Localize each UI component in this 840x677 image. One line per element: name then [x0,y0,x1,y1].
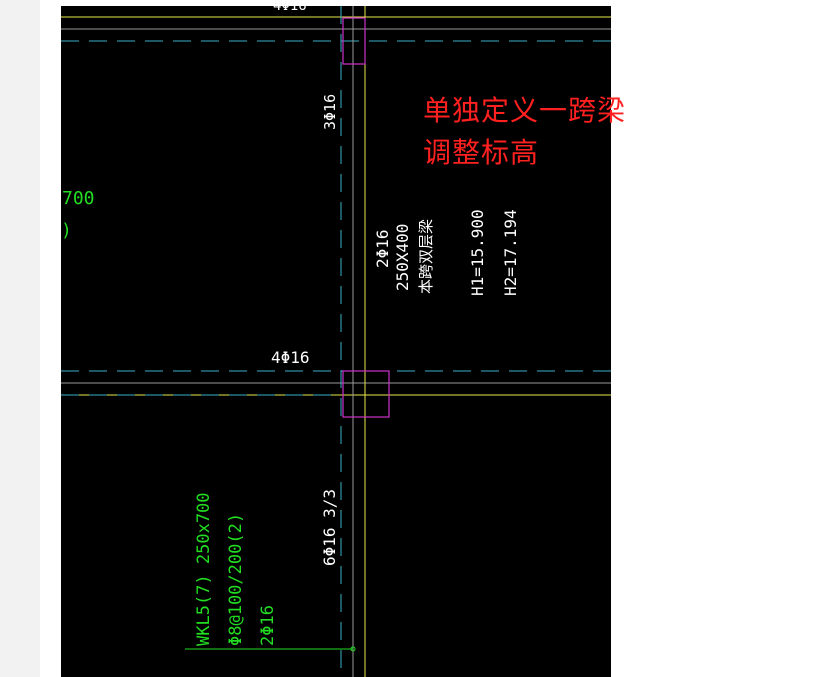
beam-size-label: 250X400 [393,224,412,291]
wkl-rebar-label: 2Φ16 [258,605,278,646]
cad-drawing-canvas: 4Φ16 3Φ16 4Φ16 2Φ16 250X400 本跨双层梁 H1=15.… [61,6,611,677]
leader-endpoint [350,646,356,652]
left-clipped-label-1: 700 [62,188,95,209]
vertical-rebar-top-label: 3Φ16 [321,94,339,130]
beam-h2-label: H2=17.194 [501,209,520,296]
beam-h1-label: H1=15.900 [468,209,487,296]
annotation-line-1: 单独定义一跨梁 [423,94,627,127]
left-margin [0,0,40,677]
annotation-note: 单独定义一跨梁 调整标高 [423,90,626,174]
wkl-beam-label: WKL5(7) 250x700 [194,492,214,646]
beam-rebar-label: 2Φ16 [373,229,392,268]
wkl-stirrup-label: Φ8@100/200(2) [226,513,246,646]
column-top[interactable] [342,17,366,65]
cad-drawing-viewport[interactable]: 4Φ16 3Φ16 4Φ16 2Φ16 250X400 本跨双层梁 H1=15.… [61,6,611,677]
node-rebar-label: 4Φ16 [271,348,310,367]
beam-type-label: 本跨双层梁 [417,219,435,294]
left-clipped-label-2: ) [61,220,72,241]
top-clipped-rebar-label: 4Φ16 [273,6,307,14]
vertical-rebar-bottom-label: 6Φ16 3/3 [320,489,339,566]
column-mid[interactable] [342,370,390,418]
annotation-line-2: 调整标高 [423,136,540,169]
